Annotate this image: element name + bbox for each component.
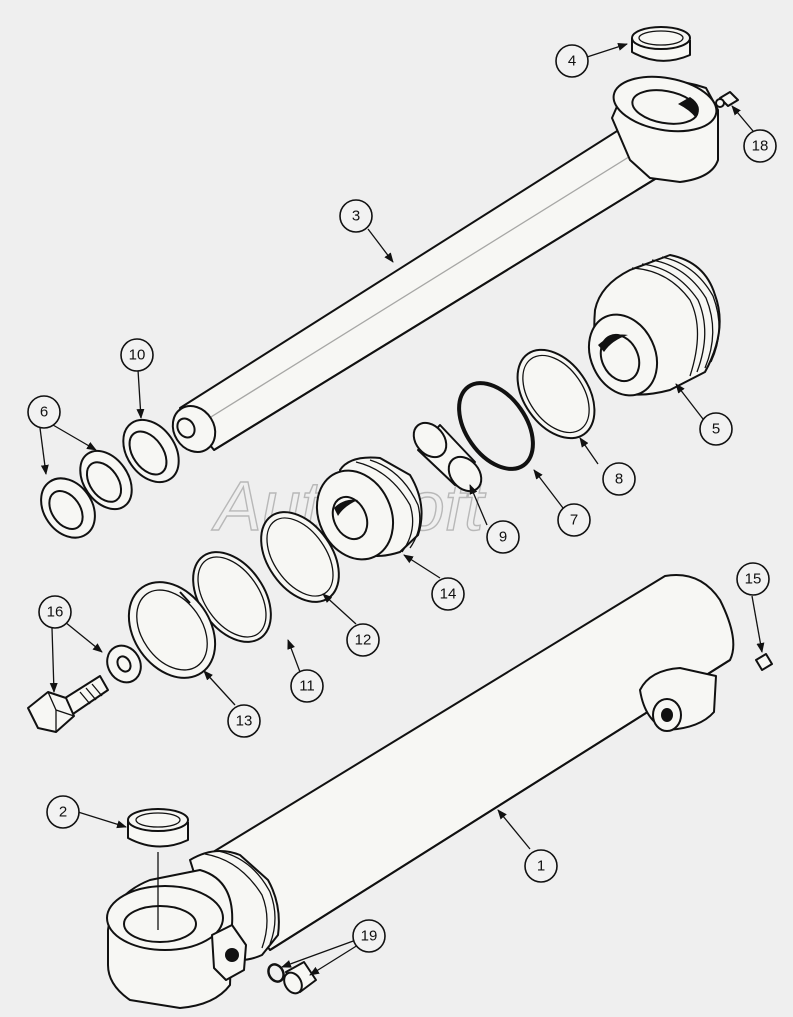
callout-4: 4 — [555, 44, 589, 78]
callout-5: 5 — [699, 412, 733, 446]
svg-text:14: 14 — [440, 586, 457, 603]
grease-fitting-right — [755, 653, 773, 671]
svg-text:11: 11 — [299, 678, 315, 695]
callout-10: 10 — [120, 338, 154, 372]
svg-text:4: 4 — [568, 53, 576, 70]
backup-ring — [516, 348, 596, 440]
callout-2: 2 — [46, 795, 80, 829]
svg-text:1: 1 — [537, 858, 545, 875]
piston — [316, 456, 423, 561]
svg-text:2: 2 — [59, 804, 67, 821]
callout-16: 16 — [38, 595, 72, 629]
leader-lines — [39, 42, 765, 976]
bushing-bottom — [127, 808, 189, 930]
rod-seal — [122, 418, 180, 484]
svg-text:19: 19 — [361, 928, 378, 945]
svg-text:9: 9 — [499, 529, 507, 546]
callout-18: 18 — [743, 129, 777, 163]
piston-rod — [171, 75, 719, 453]
o-ring — [457, 381, 535, 471]
callout-14: 14 — [431, 577, 465, 611]
cylinder-tube — [106, 574, 735, 1009]
callout-3: 3 — [339, 199, 373, 233]
svg-text:6: 6 — [40, 404, 48, 421]
callout-7: 7 — [557, 503, 591, 537]
grease-fitting-top — [715, 91, 739, 108]
bushing-piston — [412, 421, 483, 493]
svg-text:13: 13 — [236, 713, 253, 730]
callout-15: 15 — [736, 562, 770, 596]
wiper-seal — [40, 449, 133, 539]
callout-8: 8 — [602, 462, 636, 496]
svg-text:12: 12 — [355, 632, 372, 649]
svg-text:15: 15 — [745, 571, 762, 588]
callout-9: 9 — [486, 520, 520, 554]
svg-text:16: 16 — [47, 604, 64, 621]
callout-11: 11 — [290, 669, 324, 703]
svg-text:8: 8 — [615, 471, 623, 488]
bolt-and-washer — [27, 644, 142, 733]
callout-12: 12 — [346, 623, 380, 657]
svg-text:5: 5 — [712, 421, 720, 438]
gland — [587, 254, 721, 397]
bushing-top — [631, 26, 691, 62]
svg-text:3: 3 — [352, 208, 360, 225]
callout-19: 19 — [352, 919, 386, 953]
callout-6: 6 — [27, 395, 61, 429]
piston-seal — [127, 581, 217, 679]
svg-text:10: 10 — [129, 347, 146, 364]
svg-text:18: 18 — [752, 138, 769, 155]
plug-and-o-ring — [267, 961, 317, 995]
svg-text:7: 7 — [570, 512, 578, 529]
callout-1: 1 — [524, 849, 558, 883]
callout-13: 13 — [227, 704, 261, 738]
